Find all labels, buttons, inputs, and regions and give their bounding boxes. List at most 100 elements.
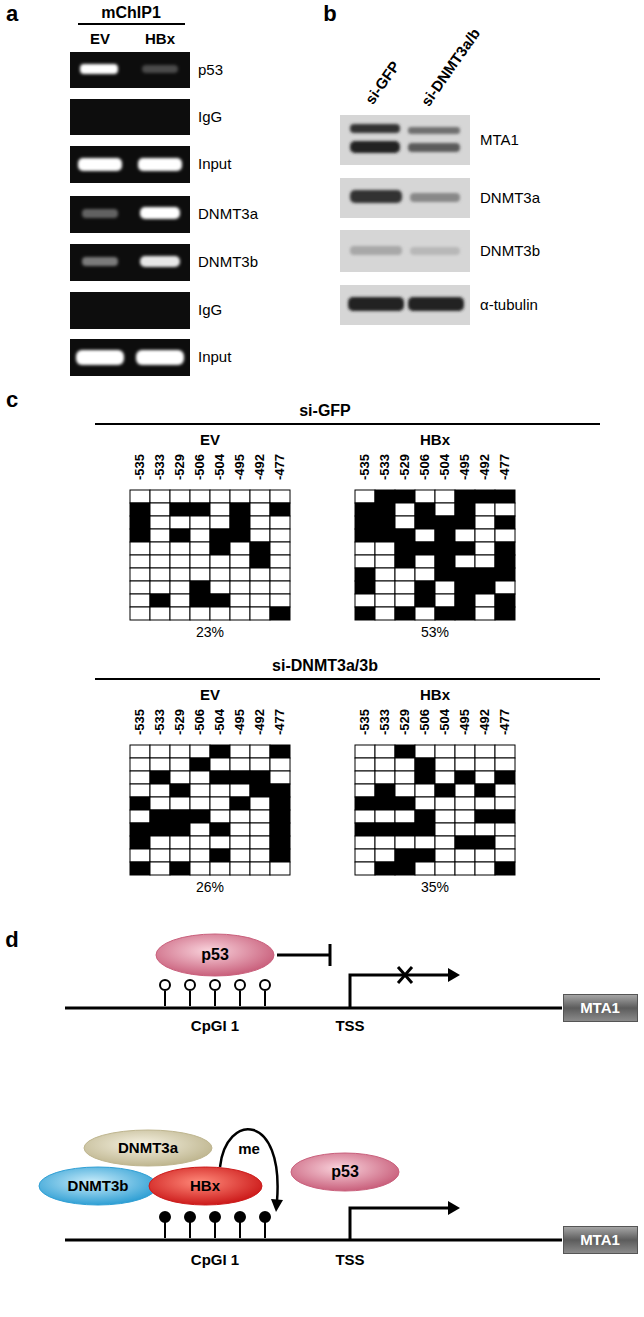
node-outline	[39, 1167, 157, 1205]
cpg-cell	[190, 529, 210, 542]
cpg-cell	[210, 490, 230, 503]
cpg-position: -495	[458, 454, 472, 480]
gene-box: MTA1	[563, 994, 638, 1022]
cpg-cell	[270, 490, 290, 503]
cpg-cell	[415, 784, 435, 797]
cpg-cell	[395, 745, 415, 758]
cpg-cell	[210, 836, 230, 849]
cpg-cell	[455, 862, 475, 875]
group-header: si-GFP	[299, 402, 351, 420]
cpg-cell	[190, 555, 210, 568]
blot-band	[350, 124, 400, 133]
group-header: si-DNMT3a/3b	[272, 657, 378, 675]
node-text: MTA1	[580, 1232, 620, 1249]
cpg-cell	[210, 784, 230, 797]
cpg-cell	[190, 516, 210, 529]
header-rule	[78, 23, 185, 25]
blot-band	[350, 246, 402, 255]
blot-band	[410, 193, 460, 202]
cpg-cell	[250, 516, 270, 529]
cpg-cell	[210, 607, 230, 620]
cpg-cell	[190, 836, 210, 849]
cpg-cell	[130, 581, 150, 594]
cpg-cell	[130, 784, 150, 797]
node-outline	[563, 995, 637, 1022]
cpg-cell	[435, 581, 455, 594]
cpg-cell	[455, 503, 475, 516]
cpg-cell	[355, 542, 375, 555]
cpg-cell	[435, 503, 455, 516]
cpg-cell	[270, 581, 290, 594]
cpg-cell	[495, 849, 515, 862]
cpg-cell	[495, 862, 515, 875]
node-text: MTA1	[580, 1000, 620, 1017]
cpg-cell	[190, 823, 210, 836]
cpg-cell	[150, 784, 170, 797]
cpg-cell	[270, 849, 290, 862]
cpg-cell	[415, 797, 435, 810]
cpg-cell	[270, 810, 290, 823]
cpg-cell	[475, 529, 495, 542]
cpg-cell	[190, 581, 210, 594]
blot-band	[408, 143, 460, 152]
cpg-cell	[270, 797, 290, 810]
cpg-cell	[250, 581, 270, 594]
cpg-cell	[130, 810, 150, 823]
column-label: EV	[90, 31, 110, 48]
percent-label: 53%	[421, 625, 449, 640]
cpg-cell	[375, 490, 395, 503]
panel-letter: b	[323, 2, 336, 26]
cpg-position: -506	[193, 454, 207, 480]
cpg-cell	[170, 555, 190, 568]
cpg-cell	[395, 490, 415, 503]
arrowhead	[271, 1199, 283, 1212]
cpg-cell	[170, 568, 190, 581]
inhibition-line	[277, 954, 330, 957]
cpg-cell	[230, 849, 250, 862]
cpg-cell	[395, 568, 415, 581]
cpg-cell	[355, 823, 375, 836]
cpg-cell	[475, 542, 495, 555]
cpg-cell	[270, 607, 290, 620]
gel-lane	[70, 244, 190, 281]
cpg-cell	[130, 516, 150, 529]
node-outline	[291, 1153, 399, 1191]
tss-label: TSS	[335, 1018, 364, 1035]
cpg-cell	[355, 810, 375, 823]
cpg-cell	[415, 529, 435, 542]
percent-label: 35%	[421, 880, 449, 895]
cpg-cell	[250, 849, 270, 862]
protein-ellipse: DNMT3b	[38, 1166, 158, 1206]
cpg-position: -535	[358, 454, 372, 480]
cpg-cell	[170, 836, 190, 849]
cpg-cell	[130, 862, 150, 875]
cpg-cell	[250, 555, 270, 568]
cpg-cell	[395, 607, 415, 620]
cpg-cell	[475, 862, 495, 875]
cpg-cell	[210, 516, 230, 529]
cpg-cell	[455, 849, 475, 862]
protein-ellipse: HBx	[148, 1166, 263, 1206]
node-outline	[149, 1167, 262, 1205]
cpg-cell	[230, 771, 250, 784]
cpg-cell	[150, 758, 170, 771]
cpg-cell	[210, 771, 230, 784]
cpg-cell	[355, 516, 375, 529]
cpg-position: -504	[438, 454, 452, 480]
cpg-cell	[435, 849, 455, 862]
cpg-cell	[210, 810, 230, 823]
cpg-cell	[190, 810, 210, 823]
cpg-cell	[475, 568, 495, 581]
cpg-cell	[495, 555, 515, 568]
cpg-position: -495	[458, 709, 472, 735]
gel-band	[142, 65, 178, 73]
gel-lane	[70, 196, 190, 233]
cpg-cell	[270, 529, 290, 542]
cpg-cell	[495, 542, 515, 555]
cpg-cell	[475, 555, 495, 568]
cpg-cell	[210, 823, 230, 836]
cpg-cell	[130, 503, 150, 516]
cpg-cell	[230, 490, 250, 503]
cpg-cell	[150, 581, 170, 594]
cpg-position: -529	[398, 454, 412, 480]
